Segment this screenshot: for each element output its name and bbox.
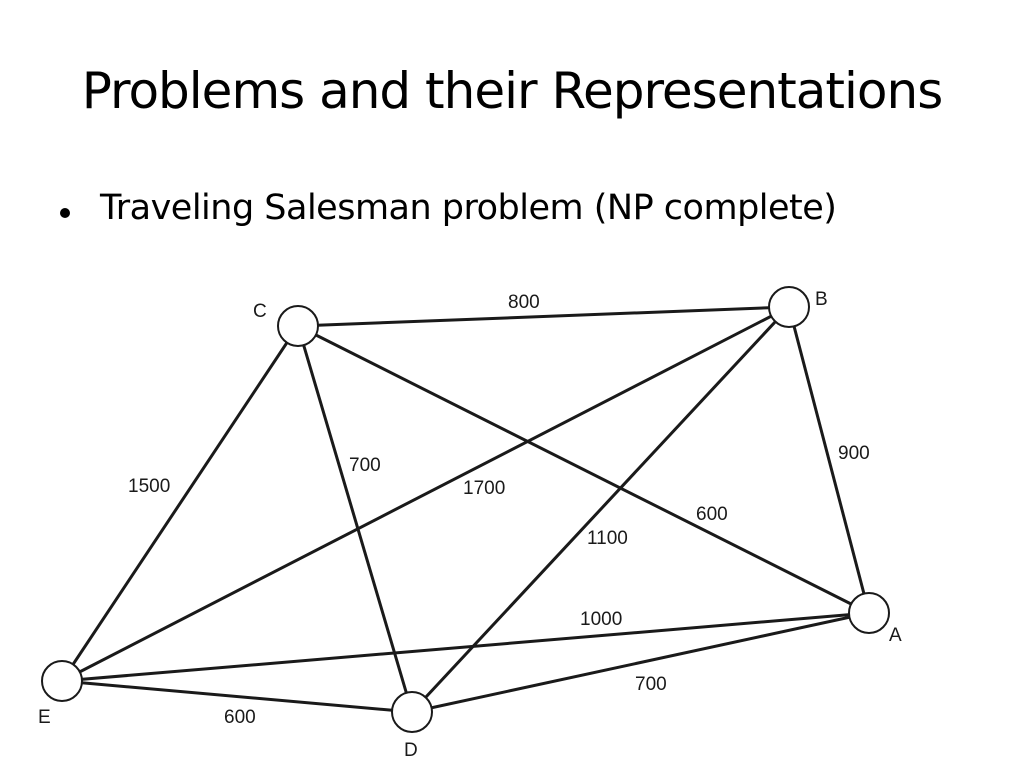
node-b <box>768 286 810 328</box>
bullet-icon <box>60 208 70 218</box>
edge-c-b <box>297 305 790 328</box>
edge-d-a <box>411 611 870 714</box>
weight-c-e: 1500 <box>128 476 170 497</box>
weight-c-a: 600 <box>696 504 728 525</box>
bullet-item: Traveling Salesman problem (NP complete) <box>58 188 837 228</box>
slide-title: Problems and their Representations <box>81 62 944 120</box>
weight-c-d: 700 <box>349 455 381 476</box>
edge-e-a <box>61 611 870 683</box>
node-c <box>277 305 319 347</box>
edge-b-d <box>410 305 791 714</box>
weight-c-b: 800 <box>508 292 540 313</box>
node-a <box>848 592 890 634</box>
node-label-e: E <box>38 707 51 728</box>
edge-b-a <box>787 306 871 614</box>
bullet-text: Traveling Salesman problem (NP complete) <box>100 188 837 228</box>
weight-b-e: 1700 <box>463 478 505 499</box>
weight-e-d: 600 <box>224 707 256 728</box>
node-label-d: D <box>404 740 418 761</box>
bullet-list: Traveling Salesman problem (NP complete) <box>58 188 837 228</box>
node-label-a: A <box>889 625 902 646</box>
weight-d-a: 700 <box>635 674 667 695</box>
edge-c-a <box>297 324 870 615</box>
edge-b-e <box>61 305 790 683</box>
node-label-c: C <box>253 301 267 322</box>
edge-c-d <box>296 325 414 713</box>
weight-e-a: 1000 <box>580 609 622 630</box>
edge-c-e <box>60 325 300 682</box>
edge-e-d <box>61 679 413 714</box>
node-label-b: B <box>815 289 828 310</box>
node-e <box>41 660 83 702</box>
weight-b-a: 900 <box>838 443 870 464</box>
node-d <box>391 691 433 733</box>
weight-b-d: 1100 <box>587 528 628 549</box>
